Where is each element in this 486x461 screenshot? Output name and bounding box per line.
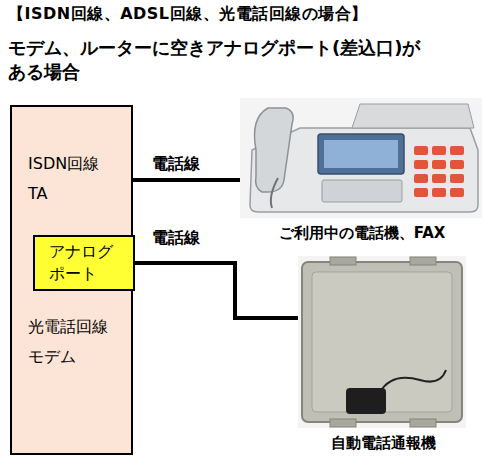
paper-tray: [352, 104, 474, 128]
alarm-illustration: [298, 256, 466, 428]
fax-illustration: [240, 98, 482, 218]
fax-keypad: [414, 146, 464, 197]
node-text: アナログ ポート: [49, 241, 121, 285]
hinge: [410, 419, 436, 427]
port-box: アナログ ポート: [33, 235, 135, 291]
adapter-cord: [380, 370, 446, 392]
line-label: 電話線: [152, 154, 200, 175]
hinge: [330, 419, 356, 427]
ac-adapter: [346, 388, 386, 414]
node-text: 自動電話通報機: [298, 432, 468, 454]
auto-dialer: 自動電話通報機: [298, 256, 468, 460]
handset-cord: [271, 178, 278, 208]
line-label: 電話線: [152, 228, 200, 249]
handset: [255, 108, 294, 192]
phone-line: [133, 178, 240, 182]
photo-ground: [240, 98, 482, 218]
phone-line: [135, 263, 298, 318]
diagram-title: 【ISDN回線、ADSL回線、光電話回線の場合】: [8, 4, 484, 25]
fax-screen: [318, 134, 404, 174]
node-text: ISDN回線 TA: [28, 149, 123, 209]
fax-panel: [322, 180, 402, 202]
fax-screen-face: [324, 140, 398, 168]
subheading: モデム、ルーターに空きアナログポート(差込口)が ある場合: [8, 36, 458, 84]
node-text: ご利用中の電話機、FAX: [240, 222, 484, 244]
hinge: [410, 257, 436, 265]
equipment-box: ISDN回線 TA 光電話回線 モデム アナログ ポート: [10, 105, 133, 455]
hinge: [330, 257, 356, 265]
photo-ground: [298, 256, 466, 428]
telephone-fax: ご利用中の電話機、FAX: [240, 98, 484, 250]
enclosure: [302, 262, 462, 422]
node-text: 光電話回線 モデム: [28, 312, 123, 372]
